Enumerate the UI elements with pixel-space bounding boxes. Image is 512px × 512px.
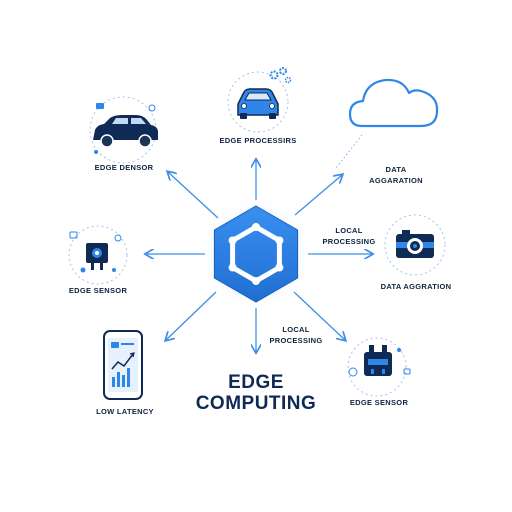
page-title: EDGE COMPUTING <box>196 372 317 414</box>
cloud-dotted-link <box>335 134 363 169</box>
title-line1: EDGE <box>228 372 284 393</box>
arrow-to-edge-sensor-right <box>293 291 345 340</box>
phone-chart-icon <box>103 330 143 400</box>
central-hub-icon <box>196 194 316 314</box>
cloud-icon <box>348 78 439 128</box>
label-edge-sensor-left: EDGE SENSOR <box>68 286 128 295</box>
connection-arrows <box>146 160 372 352</box>
label-data-aggaration-line2: AGGARATION <box>369 176 423 185</box>
label-local-processing-bottom-line2: PROCESSING <box>269 336 323 345</box>
label-local-processing-bottom-line1: LOCAL <box>282 325 310 334</box>
arrow-to-data-aggaration <box>294 175 342 216</box>
arrow-to-low-latency <box>166 291 217 340</box>
label-data-aggaration: DATA AGGARATION <box>369 164 423 186</box>
title-line2: COMPUTING <box>195 393 317 414</box>
label-local-processing-bottom: LOCAL PROCESSING <box>269 324 322 346</box>
label-local-processing-right: LOCAL PROCESSING <box>322 225 375 247</box>
label-data-aggration: DATA AGGRATION <box>380 282 452 291</box>
label-edge-sensor-right: EDGE SENSOR <box>349 398 409 407</box>
label-local-processing-right-line2: PROCESSING <box>322 237 376 246</box>
robot-sensor-icon <box>347 337 411 397</box>
label-edge-densor: EDGE DENSOR <box>94 163 154 172</box>
camera-icon <box>384 214 446 276</box>
edge-sensor-device-icon <box>68 225 128 285</box>
label-edge-processirs: EDGE PROCESSIRS <box>219 136 297 145</box>
label-local-processing-right-line1: LOCAL <box>335 226 363 235</box>
car-sensor-icon <box>89 96 158 164</box>
edge-processor-car-icon <box>227 67 292 133</box>
label-data-aggaration-line1: DATA <box>385 165 407 174</box>
label-low-latency: LOW LATENCY <box>96 407 154 416</box>
arrow-to-edge-densor <box>168 172 219 219</box>
